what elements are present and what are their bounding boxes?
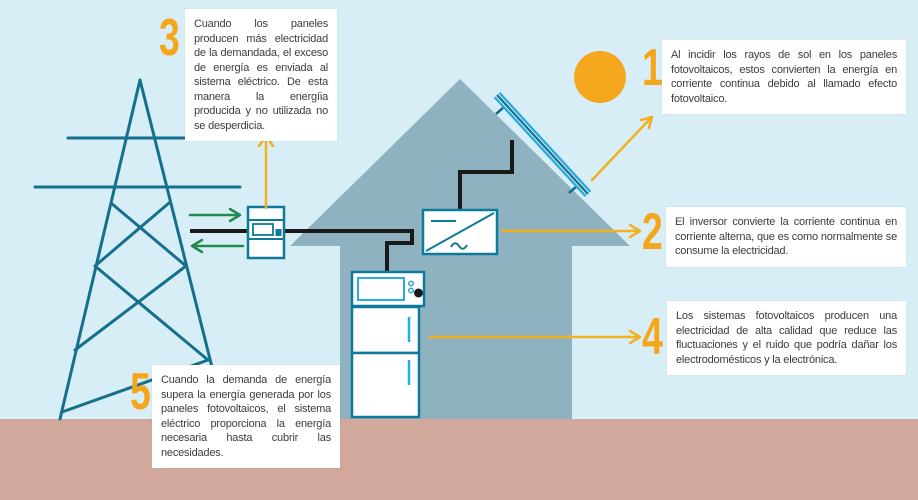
step-number-4: 4	[642, 308, 663, 366]
step-number-2: 2	[642, 203, 663, 261]
step-number-3: 3	[159, 9, 180, 67]
refrigerator-icon	[350, 305, 421, 419]
step-text-4: Los sistemas fotovoltaicos producen una …	[667, 301, 906, 376]
step-number-1: 1	[642, 39, 663, 97]
step-text-3: Cuando los paneles producen más electric…	[185, 9, 337, 142]
microwave-icon	[350, 270, 426, 308]
sun-icon	[574, 51, 626, 103]
arrow-to-step1	[590, 115, 654, 182]
grid-import-arrow-icon	[188, 207, 242, 223]
wire-panel-to-inverter	[458, 140, 514, 212]
step-number-5: 5	[130, 363, 151, 421]
step-text-1: Al incidir los rayos de sol en los panel…	[662, 40, 906, 115]
arrow-to-step2	[500, 223, 642, 239]
arrow-to-step4	[428, 329, 642, 345]
solar-panel-icon	[493, 91, 592, 198]
wires	[190, 140, 514, 275]
step-text-5: Cuando la demanda de energía supera la e…	[152, 365, 340, 469]
wire-to-appliances	[385, 229, 414, 275]
power-meter-icon	[246, 205, 286, 260]
inverter-icon	[421, 208, 499, 256]
grid-export-arrow-icon	[190, 238, 245, 254]
step-text-2: El inversor convierte la corriente conti…	[666, 207, 906, 267]
ground	[0, 419, 918, 500]
arrow-to-step3	[257, 134, 275, 210]
